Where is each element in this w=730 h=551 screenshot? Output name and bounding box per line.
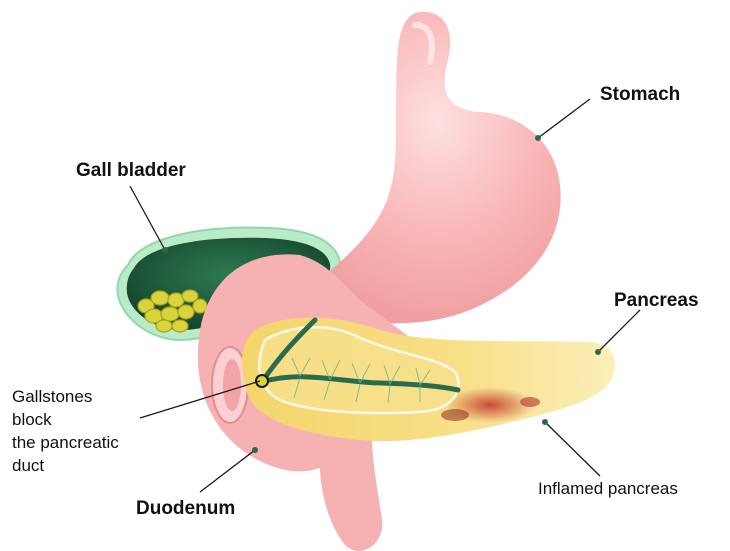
label-gallstones-line-1: Gallstones (12, 387, 93, 406)
leader-inflamed (544, 421, 601, 477)
leader-gall-bladder (129, 185, 166, 251)
leader-gallstones (139, 380, 261, 419)
label-duodenum: Duodenum (136, 498, 236, 519)
label-gallstones-line-2: block (12, 410, 52, 429)
label-inflamed-pancreas: Inflamed pancreas (538, 479, 678, 498)
gallstones-cluster (137, 289, 208, 333)
label-gallstones-line-4: duct (12, 456, 45, 475)
leader-stomach (537, 98, 591, 139)
label-gallstones-line-3: the pancreatic (12, 433, 119, 452)
label-pancreas: Pancreas (614, 290, 699, 311)
label-stomach: Stomach (600, 84, 681, 105)
stomach (290, 11, 561, 324)
gallstone-blockage (255, 374, 269, 388)
duct-branches (291, 357, 431, 404)
leader-duodenum (199, 449, 256, 493)
leader-lines (129, 98, 641, 493)
label-gall-bladder: Gall bladder (76, 160, 186, 181)
leader-pancreas (597, 309, 641, 353)
bile-duct (259, 317, 318, 385)
pancreatic-duct (259, 374, 461, 393)
label-gallstones: Gallstones block the pancreatic duct (12, 385, 162, 477)
pancreas (242, 317, 616, 442)
